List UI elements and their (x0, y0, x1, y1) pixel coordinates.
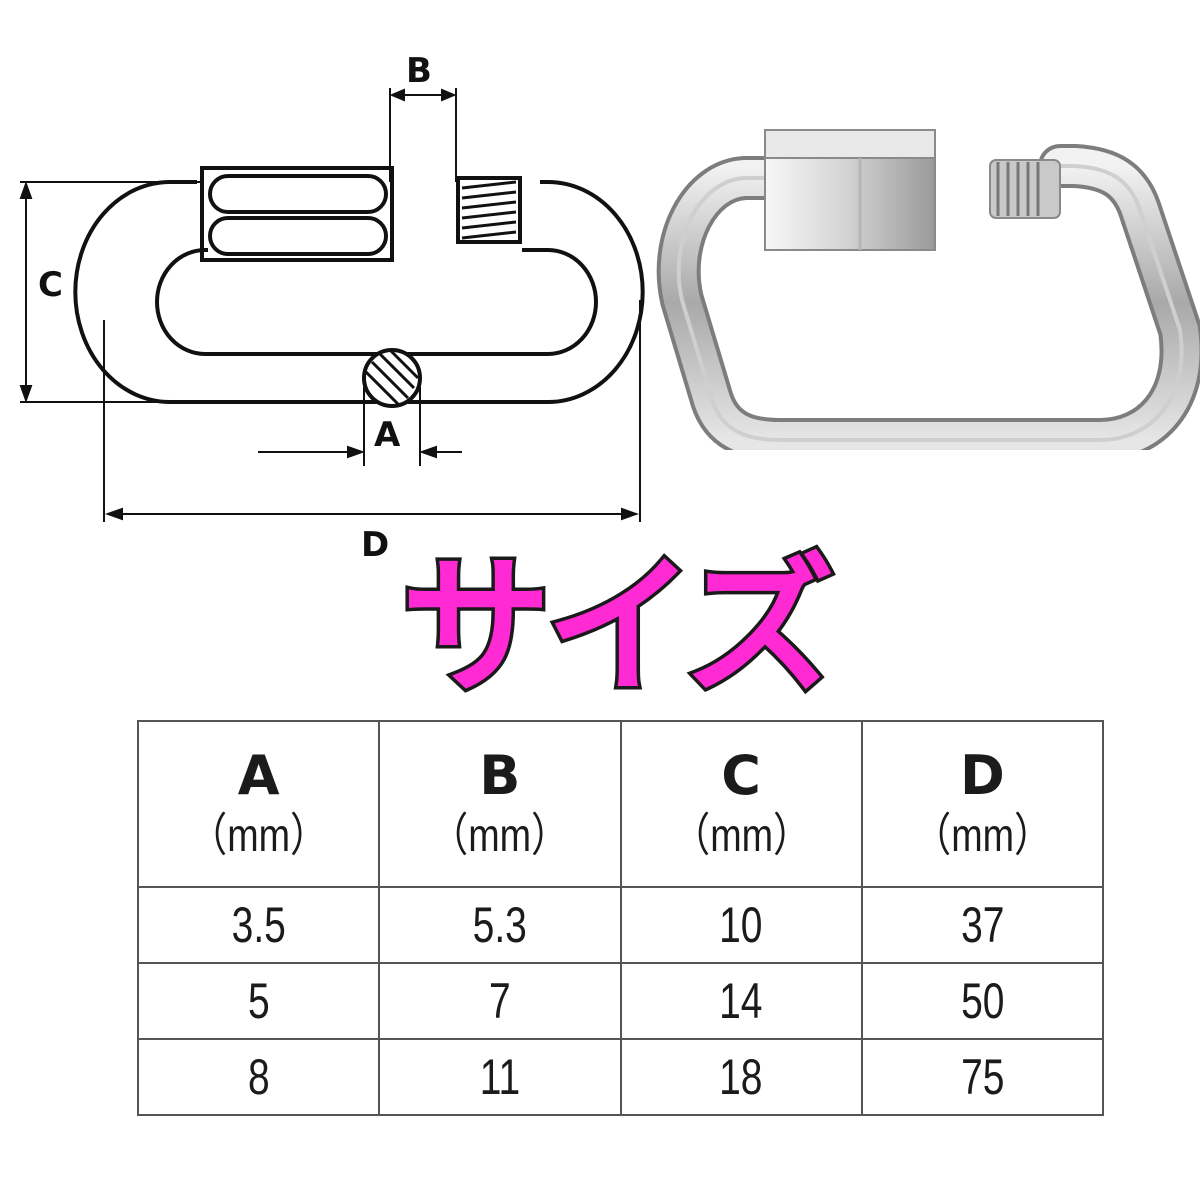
table-cell: 8 (136, 1038, 381, 1116)
column-header-a: A （mm） (136, 720, 381, 888)
size-table: A （mm） B （mm） C （mm） D （mm） 3.5 5.3 10 3… (136, 720, 1105, 1116)
table-cell: 50 (860, 962, 1105, 1040)
column-letter: A (237, 744, 280, 807)
dimension-label-a: A (374, 415, 401, 455)
table-cell: 7 (378, 962, 622, 1040)
table-cell: 18 (619, 1038, 863, 1116)
wire-cross-section (362, 348, 422, 408)
size-table-header-row: A （mm） B （mm） C （mm） D （mm） (136, 720, 1105, 888)
table-cell: 14 (619, 962, 863, 1040)
link-inner-outline (155, 248, 598, 356)
hex-sleeve (200, 166, 394, 262)
column-unit: （mm） (913, 809, 1052, 861)
table-cell: 75 (860, 1038, 1105, 1116)
table-cell: 5 (136, 962, 381, 1040)
column-unit: （mm） (189, 809, 328, 861)
threaded-end (456, 176, 522, 244)
link-outer-outline (73, 180, 645, 404)
size-heading: サイズ (398, 541, 839, 715)
table-cell: 5.3 (378, 886, 622, 964)
table-cell: 10 (619, 886, 863, 964)
table-row: 5 7 14 50 (136, 962, 1105, 1040)
column-header-b: B （mm） (378, 720, 622, 888)
table-row: 8 11 18 75 (136, 1038, 1105, 1116)
table-cell: 3.5 (136, 886, 381, 964)
column-header-c: C （mm） (619, 720, 863, 888)
quick-link-dimension-diagram (19, 88, 645, 522)
table-row: 3.5 5.3 10 37 (136, 886, 1105, 964)
column-header-d: D （mm） (860, 720, 1105, 888)
photo-hex-sleeve (764, 129, 936, 251)
dimension-label-d: D (361, 525, 390, 565)
column-letter: C (721, 744, 761, 807)
quick-link-product-image (656, 129, 1200, 450)
photo-threaded-end (989, 159, 1061, 219)
table-cell: 11 (378, 1038, 622, 1116)
dimension-label-c: C (38, 265, 63, 305)
column-unit: （mm） (671, 809, 811, 861)
dimension-label-b: B (406, 51, 432, 91)
column-letter: D (959, 744, 1005, 807)
column-unit: （mm） (430, 809, 570, 861)
table-cell: 37 (860, 886, 1105, 964)
column-letter: B (479, 744, 521, 807)
